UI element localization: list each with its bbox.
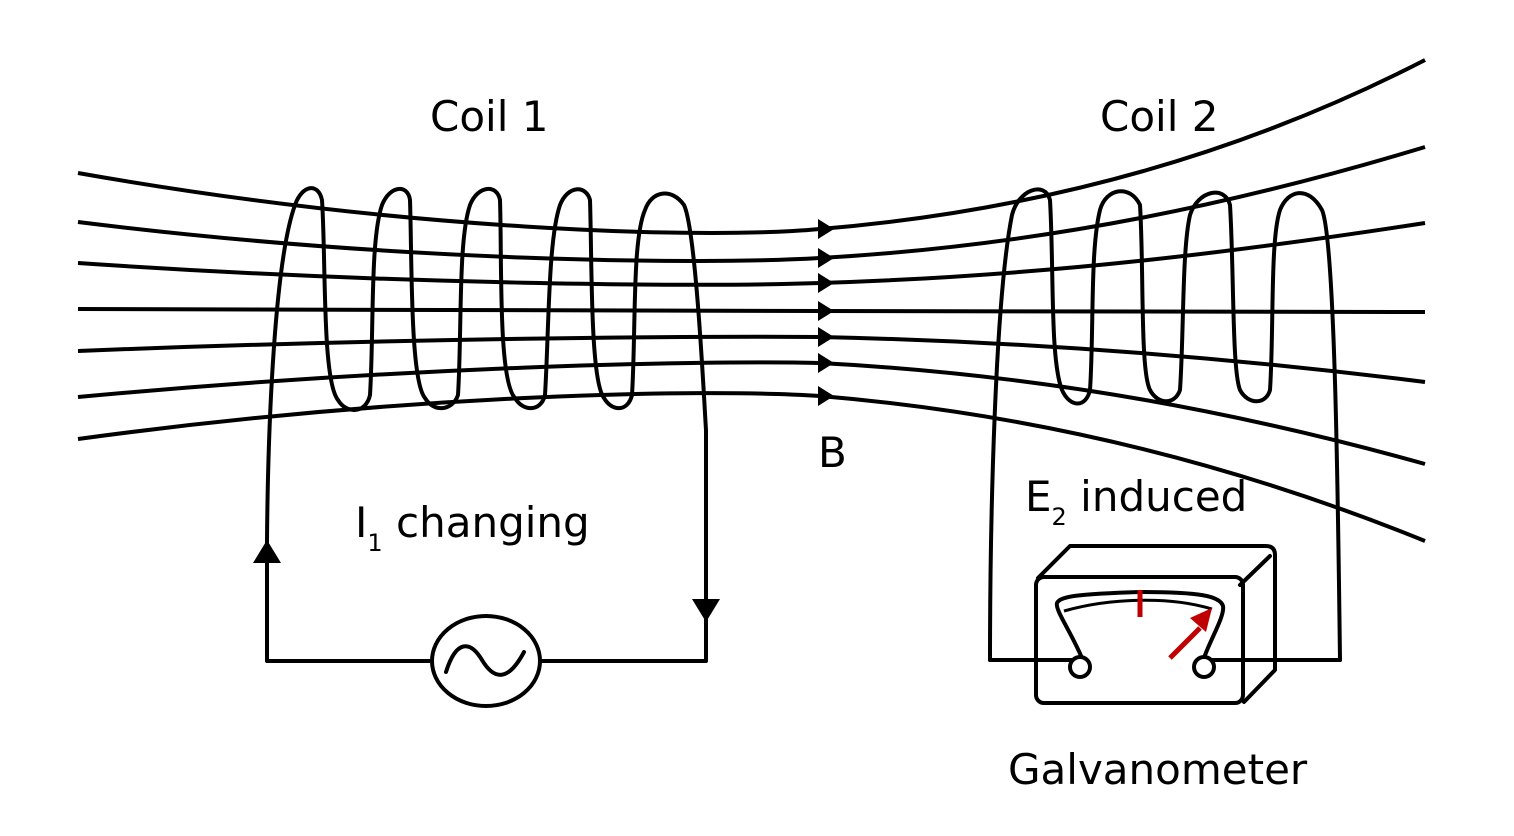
current-subscript: 1 bbox=[367, 529, 382, 557]
arrow-icon bbox=[818, 273, 834, 293]
galvanometer-icon bbox=[1034, 544, 1277, 705]
galvanometer-label: Galvanometer bbox=[1008, 745, 1308, 794]
coil-1-circuit-wire bbox=[265, 538, 434, 663]
emf-subscript: 2 bbox=[1052, 503, 1067, 531]
current-text: changing bbox=[383, 498, 590, 547]
arrow-icon bbox=[818, 327, 834, 347]
current-label: I1 changing bbox=[355, 498, 590, 557]
field-lines bbox=[77, 58, 1426, 543]
coil-2-label: Coil 2 bbox=[1100, 92, 1218, 141]
field-line bbox=[77, 221, 1426, 287]
field-line bbox=[77, 334, 1426, 384]
field-line bbox=[77, 145, 1426, 263]
emf-text: induced bbox=[1067, 472, 1248, 521]
field-line bbox=[77, 307, 1426, 314]
field-line bbox=[77, 360, 1426, 466]
emf-label: E2 induced bbox=[1025, 472, 1247, 531]
galvanometer-needle bbox=[1168, 626, 1202, 660]
current-symbol: I bbox=[355, 498, 367, 547]
needle-arrow-icon bbox=[1190, 608, 1212, 632]
arrow-icon bbox=[818, 386, 834, 406]
field-arrows bbox=[818, 219, 834, 406]
coil-1-circuit-wire bbox=[538, 608, 708, 663]
field-line bbox=[77, 58, 1426, 235]
current-arrow-up-icon bbox=[253, 540, 281, 563]
coil-1 bbox=[265, 186, 708, 612]
current-arrow-down-icon bbox=[692, 599, 720, 622]
arrow-icon bbox=[818, 301, 834, 321]
arrow-icon bbox=[818, 248, 834, 268]
coil-1-label: Coil 1 bbox=[430, 92, 548, 141]
ac-source-icon bbox=[430, 614, 542, 708]
arrow-icon bbox=[818, 219, 834, 239]
arrow-icon bbox=[818, 353, 834, 373]
coil-2 bbox=[988, 187, 1342, 662]
emf-symbol: E bbox=[1025, 472, 1052, 521]
field-label: B bbox=[818, 428, 847, 477]
